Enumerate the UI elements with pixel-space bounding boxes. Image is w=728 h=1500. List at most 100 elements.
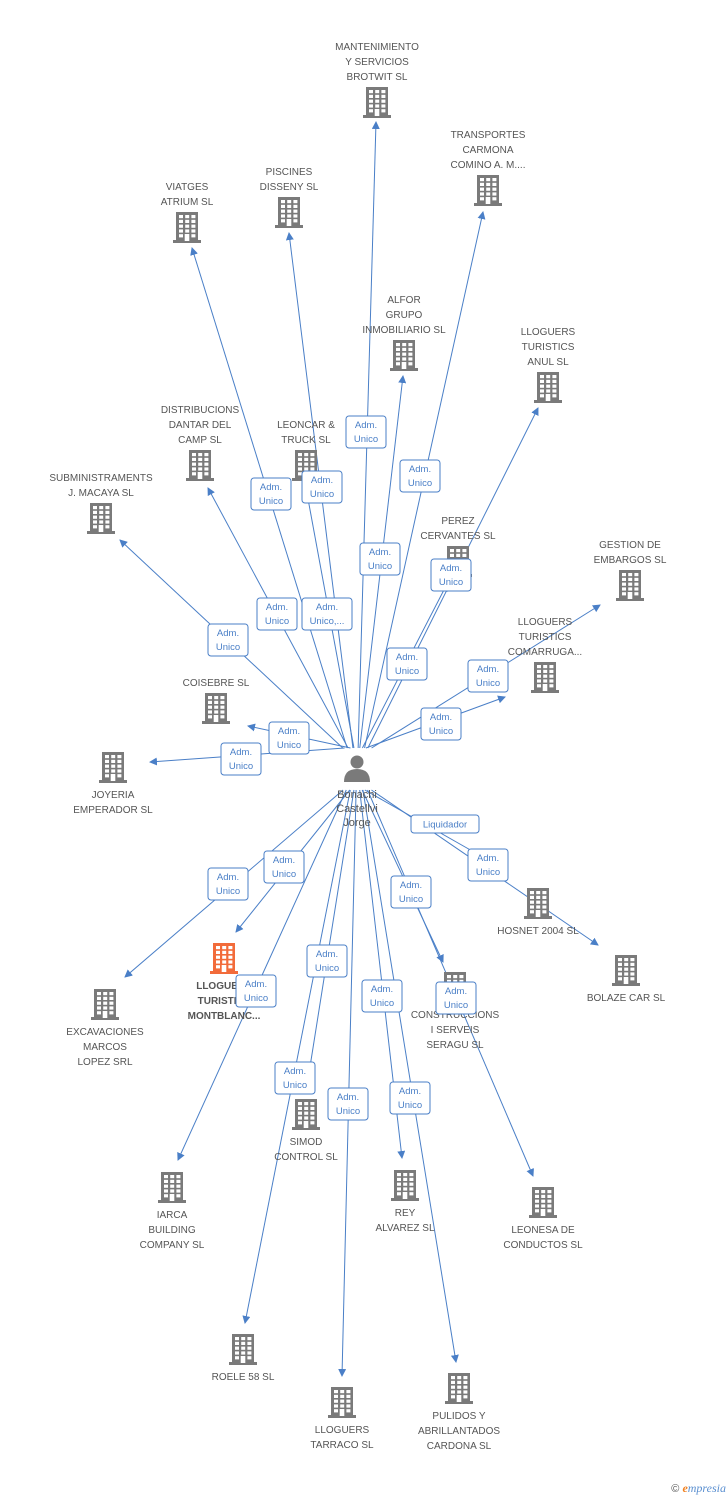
edge-label-alfor[interactable]: Adm.Unico [359, 542, 401, 576]
building-icon[interactable] [91, 989, 119, 1020]
company-node-hosnet[interactable]: HOSNET 2004 SL [497, 888, 579, 937]
edge-label-hosnet[interactable]: Liquidador [410, 814, 480, 834]
edge-label-roele[interactable]: Adm.Unico [274, 1061, 316, 1095]
edge-label-text: Adm. [245, 979, 267, 990]
building-icon[interactable] [275, 197, 303, 228]
edge-label-montblanc[interactable]: Adm.Unico [263, 850, 305, 884]
edge-label-transportes[interactable]: Adm.Unico [399, 459, 441, 493]
building-icon[interactable] [99, 752, 127, 783]
company-node-bolaze[interactable]: BOLAZE CAR SL [587, 955, 666, 1004]
brand-logo: empresia [682, 1481, 726, 1495]
edge-label-bolaze[interactable]: Adm.Unico [467, 848, 509, 882]
edge-pulidos[interactable] [362, 789, 459, 1363]
company-label: LLOGUERS [521, 327, 576, 338]
company-label: COMINO A. M.... [450, 160, 525, 171]
edge-label-rey[interactable]: Adm.Unico [361, 979, 403, 1013]
building-icon[interactable] [612, 955, 640, 986]
edge-label-gestion[interactable]: Adm.Unico [467, 659, 509, 693]
edge-label-coisebre[interactable]: Adm.Unico [268, 721, 310, 755]
company-label: DISSENY SL [260, 182, 319, 193]
company-label: GRUPO [386, 310, 423, 321]
edge-label-excavaciones[interactable]: Adm.Unico [207, 867, 249, 901]
edge-label-text: Unico [429, 726, 453, 737]
building-icon[interactable] [328, 1387, 356, 1418]
building-icon[interactable] [210, 943, 238, 974]
edge-roele[interactable] [242, 789, 351, 1324]
building-icon[interactable] [534, 372, 562, 403]
edge-label-leonesa[interactable]: Adm.Unico [435, 981, 477, 1015]
edge-label-joyeria[interactable]: Adm.Unico [220, 742, 262, 776]
company-label: Y SERVICIOS [345, 57, 409, 68]
edge-label-leoncar[interactable]: Adm.Unico [301, 470, 343, 504]
company-label: ABRILLANTADOS [418, 1426, 500, 1437]
company-label: CONDUCTOS SL [503, 1240, 583, 1251]
building-icon[interactable] [292, 1099, 320, 1130]
company-label: SUBMINISTRAMENTS [49, 473, 153, 484]
building-icon[interactable] [529, 1187, 557, 1218]
company-label: CONSTRUCCIONS [411, 1010, 500, 1021]
company-node-comarruga[interactable]: LLOGUERSTURISTICSCOMARRUGA... [508, 617, 582, 693]
edge-label-iarca[interactable]: Adm.Unico [235, 974, 277, 1008]
edge-label-pulidos[interactable]: Adm.Unico [389, 1081, 431, 1115]
edge-label-mantenimiento[interactable]: Adm.Unico [345, 415, 387, 449]
company-node-montblanc[interactable]: LLOGUERSTURISTICSMONTBLANC... [188, 943, 261, 1022]
building-icon[interactable] [202, 693, 230, 724]
edge-label-perez[interactable]: Adm.Unico [386, 647, 428, 681]
building-icon[interactable] [363, 87, 391, 118]
building-icon[interactable] [616, 570, 644, 601]
building-icon[interactable] [391, 1170, 419, 1201]
edge-label-piscines[interactable]: Adm.Unico,... [301, 597, 353, 631]
edge-label-macaya[interactable]: Adm.Unico [207, 623, 249, 657]
building-icon[interactable] [173, 212, 201, 243]
footer-brand[interactable]: © empresia [671, 1481, 726, 1496]
building-icon[interactable] [531, 662, 559, 693]
company-label: SIMOD [290, 1137, 323, 1148]
company-label: LLOGUERS [518, 617, 573, 628]
edge-label-text: Adm. [217, 872, 239, 883]
edge-label-text: Unico [272, 869, 296, 880]
edge-label-dantar[interactable]: Adm.Unico [256, 597, 298, 631]
building-icon[interactable] [186, 450, 214, 481]
edge-label-simod[interactable]: Adm.Unico [306, 944, 348, 978]
company-node-coisebre[interactable]: COISEBRE SL [183, 678, 250, 724]
edge-label-anul[interactable]: Adm.Unico [430, 558, 472, 592]
edge-label-text: Adm. [430, 712, 452, 723]
building-icon[interactable] [158, 1172, 186, 1203]
building-icon[interactable] [229, 1334, 257, 1365]
building-icon[interactable] [445, 1373, 473, 1404]
person-icon[interactable] [344, 755, 370, 783]
building-icon[interactable] [474, 175, 502, 206]
company-node-roele[interactable]: ROELE 58 SL [212, 1334, 275, 1383]
edge-label-seragu[interactable]: Adm.Unico [390, 875, 432, 909]
company-label: COMPANY SL [140, 1240, 205, 1251]
building-icon[interactable] [524, 888, 552, 919]
building-icon[interactable] [87, 503, 115, 534]
company-label: EMBARGOS SL [594, 555, 667, 566]
edge-simod[interactable] [303, 789, 355, 1093]
edge-label-comarruga[interactable]: Adm. Unico [420, 707, 462, 741]
edge-label-tarraco[interactable]: Adm.Unico [327, 1087, 369, 1121]
building-icon[interactable] [390, 340, 418, 371]
edge-tarraco[interactable] [338, 789, 357, 1377]
edge-label-viatges[interactable]: Adm.Unico [250, 477, 292, 511]
edge-label-text: Unico [476, 867, 500, 878]
